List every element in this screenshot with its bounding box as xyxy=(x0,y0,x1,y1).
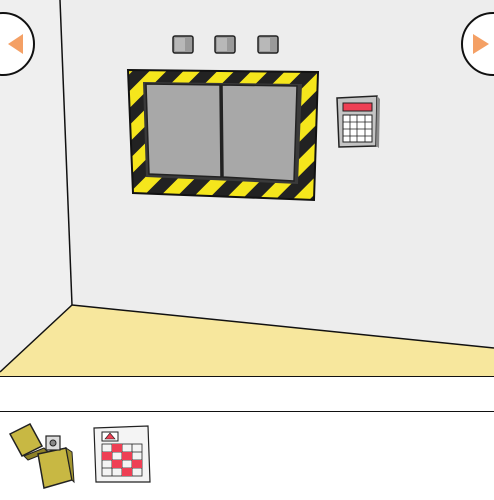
inventory-slot-lighter[interactable] xyxy=(0,412,84,496)
keypad[interactable] xyxy=(336,95,380,148)
grid-note-icon xyxy=(93,425,151,483)
lighter-icon xyxy=(8,423,75,489)
arrow-right-icon[interactable] xyxy=(461,12,494,76)
elevator-door[interactable] xyxy=(143,82,302,184)
game-scene xyxy=(0,0,494,376)
message-bar xyxy=(0,376,494,412)
floor xyxy=(0,305,494,376)
arrow-left-icon[interactable] xyxy=(0,12,35,76)
inventory-bar xyxy=(0,412,494,496)
indicator-button-1[interactable] xyxy=(172,35,194,54)
indicator-button-3[interactable] xyxy=(257,35,279,54)
side-wall xyxy=(0,0,72,372)
indicator-button-2[interactable] xyxy=(214,35,236,54)
keypad-display xyxy=(342,102,373,112)
inventory-slot-grid-paper[interactable] xyxy=(88,412,172,496)
